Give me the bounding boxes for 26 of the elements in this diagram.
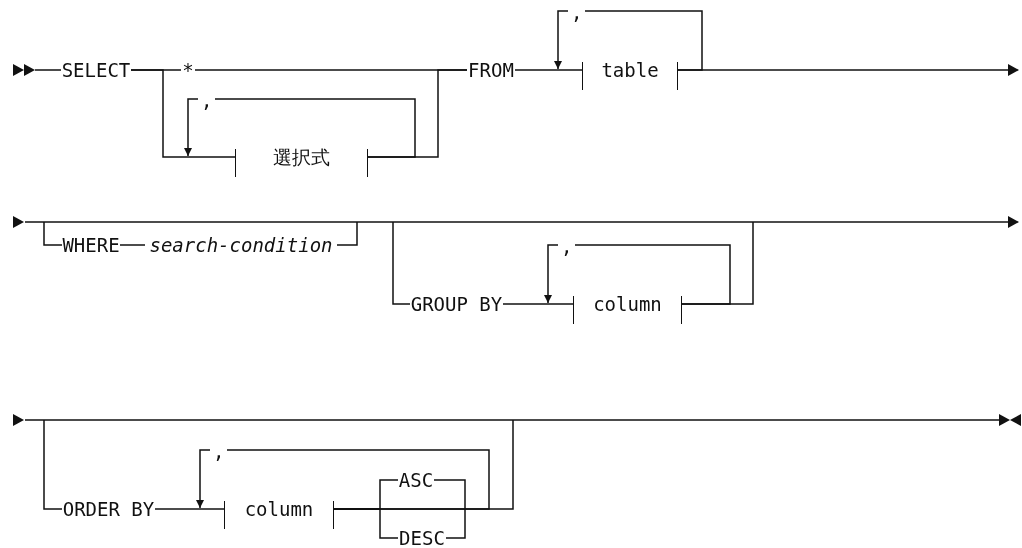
fragment-box — [573, 296, 682, 324]
track-line — [502, 303, 574, 305]
keyword: SELECT — [61, 59, 131, 81]
keyword: ORDER BY — [62, 498, 155, 520]
fragment-name: column — [592, 293, 663, 315]
fragment-name: table — [600, 59, 660, 81]
keyword: WHERE — [62, 234, 120, 256]
variable-name: search-condition — [145, 234, 337, 256]
keyword: GROUP BY — [410, 293, 503, 315]
repeat-arrow — [196, 449, 490, 510]
track-line — [154, 508, 225, 510]
keyword: ASC — [398, 469, 434, 491]
keyword: DESC — [398, 527, 446, 548]
fragment-box — [224, 501, 334, 529]
fragment-box — [582, 62, 678, 90]
fragment-name: 選択式 — [272, 146, 331, 168]
keyword: * — [181, 59, 195, 81]
track-line — [514, 69, 583, 71]
track-line — [119, 244, 146, 246]
fragment-name: column — [243, 498, 315, 520]
track-line — [130, 69, 236, 158]
repeat-arrow — [184, 98, 416, 158]
keyword: FROM — [467, 59, 515, 81]
repeat-arrow — [554, 10, 703, 71]
fragment-box — [235, 149, 368, 177]
repeat-arrow — [544, 244, 731, 305]
